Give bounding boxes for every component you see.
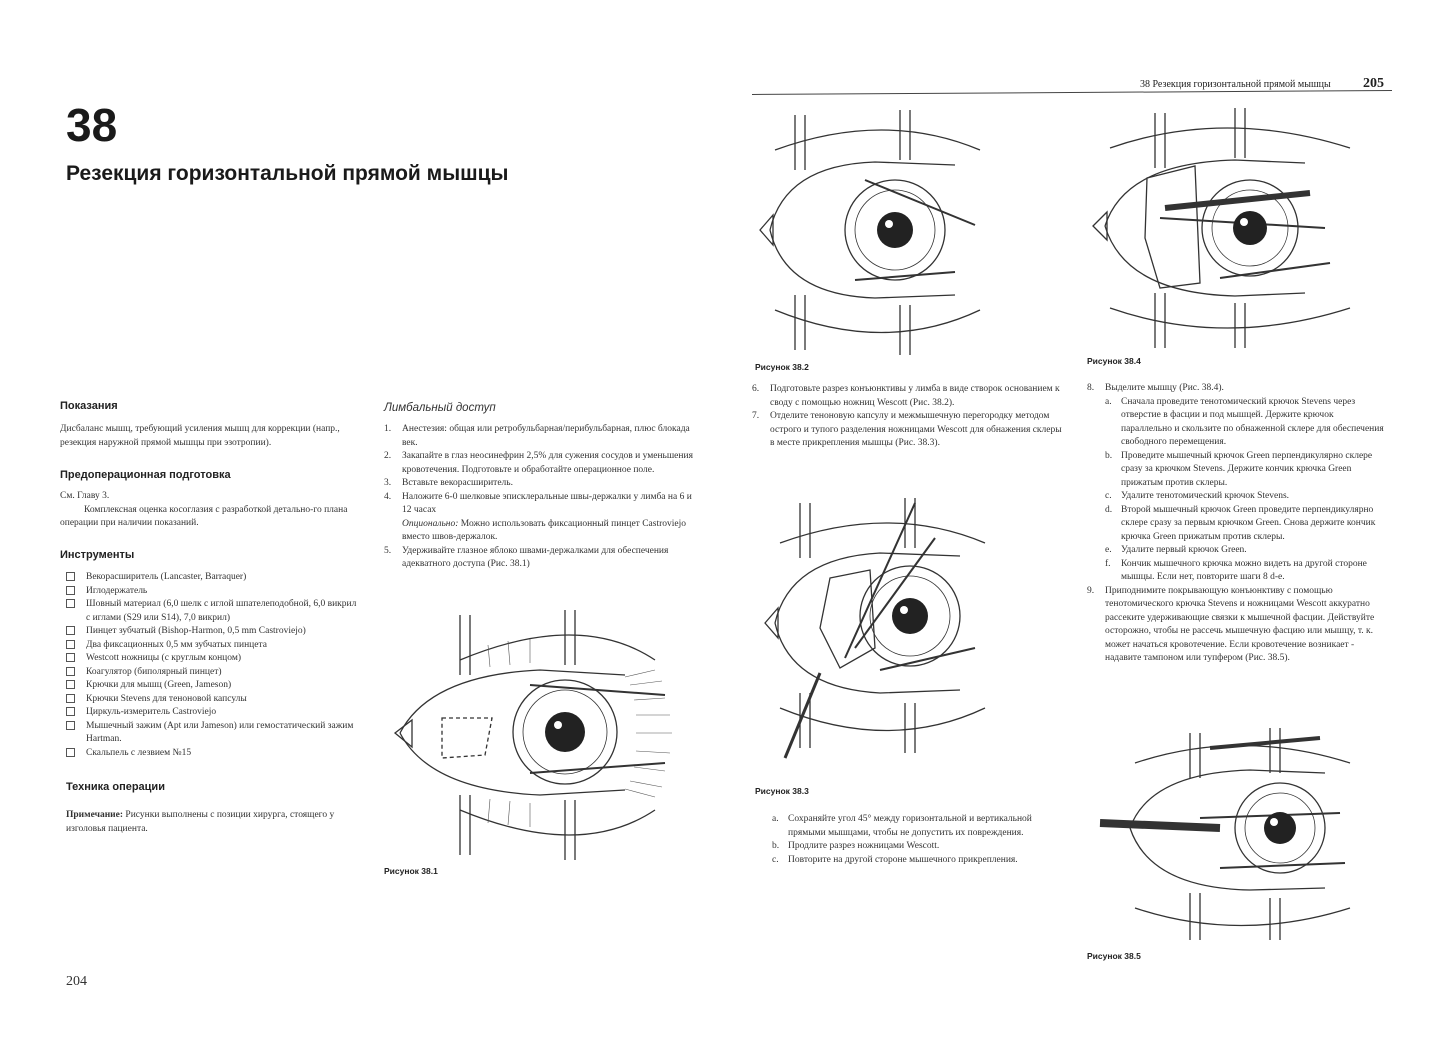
list-item: c.Удалите тенотомический крючок Stevens. <box>1105 491 1290 501</box>
instruments-list: ·Векорасширитель (Lancaster, Barraquer) … <box>66 571 362 760</box>
instruments-heading: Инструменты <box>60 549 135 561</box>
figure-caption: Рисунок 38.1 <box>384 866 438 876</box>
figure-38-4-illustration <box>1092 108 1351 348</box>
figure-38-3-illustration <box>764 498 986 759</box>
list-item: ·Крючки для мышц (Green, Jameson) <box>66 679 362 693</box>
list-item: c.Повторите на другой стороне мышечного … <box>772 854 1018 865</box>
indications-heading: Показания <box>60 400 118 412</box>
list-item: 8.Выделите мышцу (Рис. 38.4). a.Сначала … <box>1087 382 1385 585</box>
list-item: ·Векорасширитель (Lancaster, Barraquer) <box>66 571 362 585</box>
preop-text: См. Главу 3. Комплексная оценка косоглаз… <box>60 490 362 531</box>
list-item: 1.Анестезия: общая или ретробульбарная/п… <box>384 424 690 448</box>
list-item: 6.Подготовьте разрез конъюнктивы у лимба… <box>752 384 1060 408</box>
sub-steps-mid: a.Сохраняйте угол 45° между горизонтальн… <box>772 813 1064 867</box>
indications-text: Дисбаланс мышц, требующий усиления мышц … <box>60 424 340 448</box>
list-item: e.Удалите первый крючок Green. <box>1105 545 1247 555</box>
figure-38-1-illustration <box>393 610 672 860</box>
figure-caption: Рисунок 38.3 <box>755 786 809 796</box>
list-item: 2.Закапайте в глаз неосинефрин 2,5% для … <box>384 451 693 475</box>
bullet-icon: · <box>66 666 75 676</box>
list-item: 9.Приподнимите покрывающую конъюнктиву с… <box>1087 585 1375 664</box>
list-item: b.Проведите мышечный крючок Green перпен… <box>1105 450 1373 488</box>
list-item: ·Мышечный зажим (Apt или Jameson) или ге… <box>66 720 362 747</box>
header-rule <box>752 90 1392 95</box>
bullet-icon: · <box>66 639 75 649</box>
list-item: ·Иглодержатель <box>66 585 362 599</box>
list-item: 5.Удерживайте глазное яблоко швами-держа… <box>384 545 669 570</box>
bullet-icon: · <box>66 720 75 730</box>
list-item: d.Второй мышечный крючок Green проведите… <box>1105 504 1376 542</box>
list-item: f.Кончик мышечного крючка можно видеть н… <box>1105 558 1367 583</box>
running-head: 38 Резекция горизонтальной прямой мышцы <box>1140 79 1331 90</box>
technique-heading: Техника операции <box>66 781 165 793</box>
preop-line: Комплексная оценка косоглазия с разработ… <box>60 504 348 529</box>
note-text: Рисунки выполнены с позиции хирурга, сто… <box>66 810 335 834</box>
list-item: a.Сохраняйте угол 45° между горизонтальн… <box>772 814 1032 838</box>
bullet-icon: · <box>66 626 75 635</box>
chapter-title: Резекция горизонтальной прямой мышцы <box>66 162 509 185</box>
figure-caption: Рисунок 38.2 <box>755 362 809 372</box>
step8-substeps: a.Сначала проведите тенотомический крючо… <box>1105 396 1385 585</box>
bullet-icon: · <box>66 693 75 703</box>
chapter-number: 38 <box>66 99 118 151</box>
list-item: ·Шовный материал (6,0 шелк с иглой шпате… <box>66 598 362 625</box>
figure-38-5-illustration <box>1099 728 1351 940</box>
list-item: ·Два фиксационных 0,5 мм зубчатых пинцет… <box>66 639 362 653</box>
bullet-icon: · <box>66 747 75 757</box>
right-steps: 8.Выделите мышцу (Рис. 38.4). a.Сначала … <box>1087 382 1385 666</box>
list-item: ·Пинцет зубчатый (Bishop-Harmon, 0,5 mm … <box>66 625 362 639</box>
limbal-steps: 1.Анестезия: общая или ретробульбарная/п… <box>384 423 700 572</box>
figure-caption: Рисунок 38.5 <box>1087 951 1141 961</box>
list-item: ·Циркуль-измеритель Castroviejo <box>66 706 362 720</box>
list-item: a.Сначала проведите тенотомический крючо… <box>1105 396 1384 448</box>
list-item: 3.Вставьте векорасширитель. <box>384 478 513 488</box>
limbal-heading: Лимбальный доступ <box>384 402 496 414</box>
bullet-icon: · <box>66 599 75 608</box>
list-item: ·Скальпель с лезвием №15 <box>66 747 362 761</box>
list-item: 7.Отделите теноновую капсулу и межмышечн… <box>752 411 1062 448</box>
list-item: ·Коагулятор (биполярный пинцет) <box>66 666 362 680</box>
bullet-icon: · <box>66 680 75 689</box>
figure-38-2-illustration <box>759 110 981 355</box>
page-number-left: 204 <box>66 974 87 989</box>
bullet-icon: · <box>66 653 75 662</box>
preop-heading: Предоперационная подготовка <box>60 469 231 481</box>
figure-caption: Рисунок 38.4 <box>1087 356 1141 366</box>
list-item: ·Крючки Stevens для теноновой капсулы <box>66 693 362 707</box>
middle-steps: 6.Подготовьте разрез конъюнктивы у лимба… <box>752 383 1064 451</box>
note-label: Примечание: <box>66 810 124 820</box>
preop-line: См. Главу 3. <box>60 491 110 501</box>
list-item: ·Westcott ножницы (с круглым концом) <box>66 652 362 666</box>
bullet-icon: · <box>66 707 75 716</box>
list-item: b.Продлите разрез ножницами Wescott. <box>772 841 940 851</box>
bullet-icon: · <box>66 572 75 581</box>
bullet-icon: · <box>66 585 75 595</box>
technique-note: Примечание: Рисунки выполнены с позиции … <box>66 809 362 836</box>
list-item: 4.Наложите 6-0 шелковые эписклеральные ш… <box>384 491 692 543</box>
page-number-right: 205 <box>1363 76 1384 91</box>
